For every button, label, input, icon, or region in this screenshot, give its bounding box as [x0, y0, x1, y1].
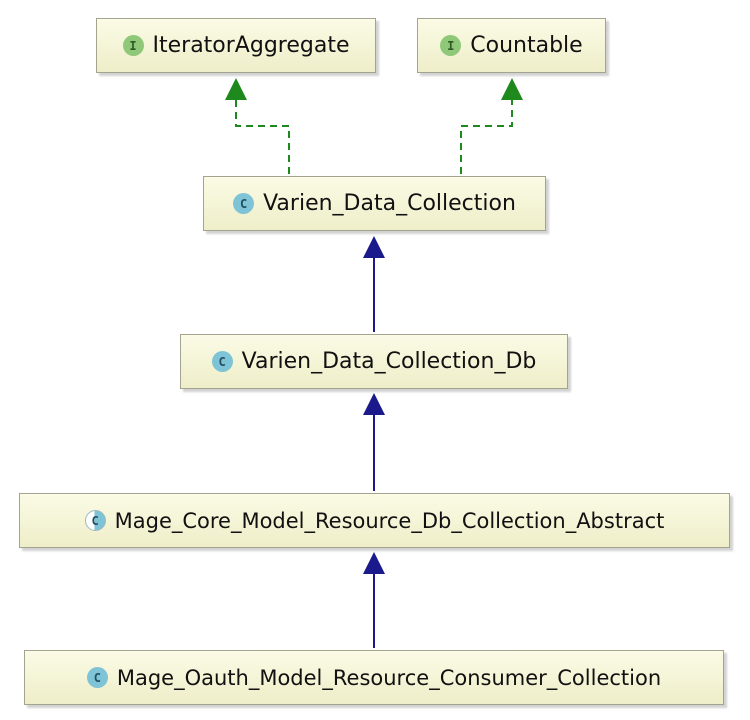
edge-extends-varien-data-collection-db	[363, 393, 385, 491]
abstract-class-icon: C	[84, 510, 106, 531]
node-label: Mage_Core_Model_Resource_Db_Collection_A…	[114, 508, 665, 533]
arrowhead-implements	[501, 78, 523, 100]
node-mage-oauth-model-resource-consumer-collection[interactable]: C Mage_Oauth_Model_Resource_Consumer_Col…	[24, 650, 724, 705]
node-countable[interactable]: I Countable	[417, 18, 606, 73]
interface-icon: I	[122, 35, 144, 56]
class-icon: C	[233, 193, 255, 214]
arrowhead-extends	[363, 236, 385, 258]
arrowhead-extends	[363, 393, 385, 415]
interface-icon: I	[440, 35, 462, 56]
node-label: Mage_Oauth_Model_Resource_Consumer_Colle…	[116, 665, 662, 690]
edge-implements-countable	[460, 78, 523, 174]
node-iterator-aggregate[interactable]: I IteratorAggregate	[96, 18, 376, 73]
node-label: Varien_Data_Collection	[263, 191, 516, 216]
arrowhead-implements	[225, 78, 247, 100]
edge-implements-iterator-aggregate	[225, 78, 290, 174]
node-mage-core-model-resource-db-collection-abstract[interactable]: C Mage_Core_Model_Resource_Db_Collection…	[19, 493, 730, 548]
node-label: Countable	[470, 33, 583, 58]
arrowhead-extends	[363, 552, 385, 574]
edge-extends-mage-core-abstract	[363, 552, 385, 648]
node-label: IteratorAggregate	[152, 33, 350, 58]
edge-extends-varien-data-collection	[363, 236, 385, 332]
node-varien-data-collection[interactable]: C Varien_Data_Collection	[203, 176, 546, 231]
class-icon: C	[211, 351, 233, 372]
class-icon: C	[86, 667, 108, 688]
node-label: Varien_Data_Collection_Db	[241, 349, 537, 374]
node-varien-data-collection-db[interactable]: C Varien_Data_Collection_Db	[180, 334, 568, 389]
